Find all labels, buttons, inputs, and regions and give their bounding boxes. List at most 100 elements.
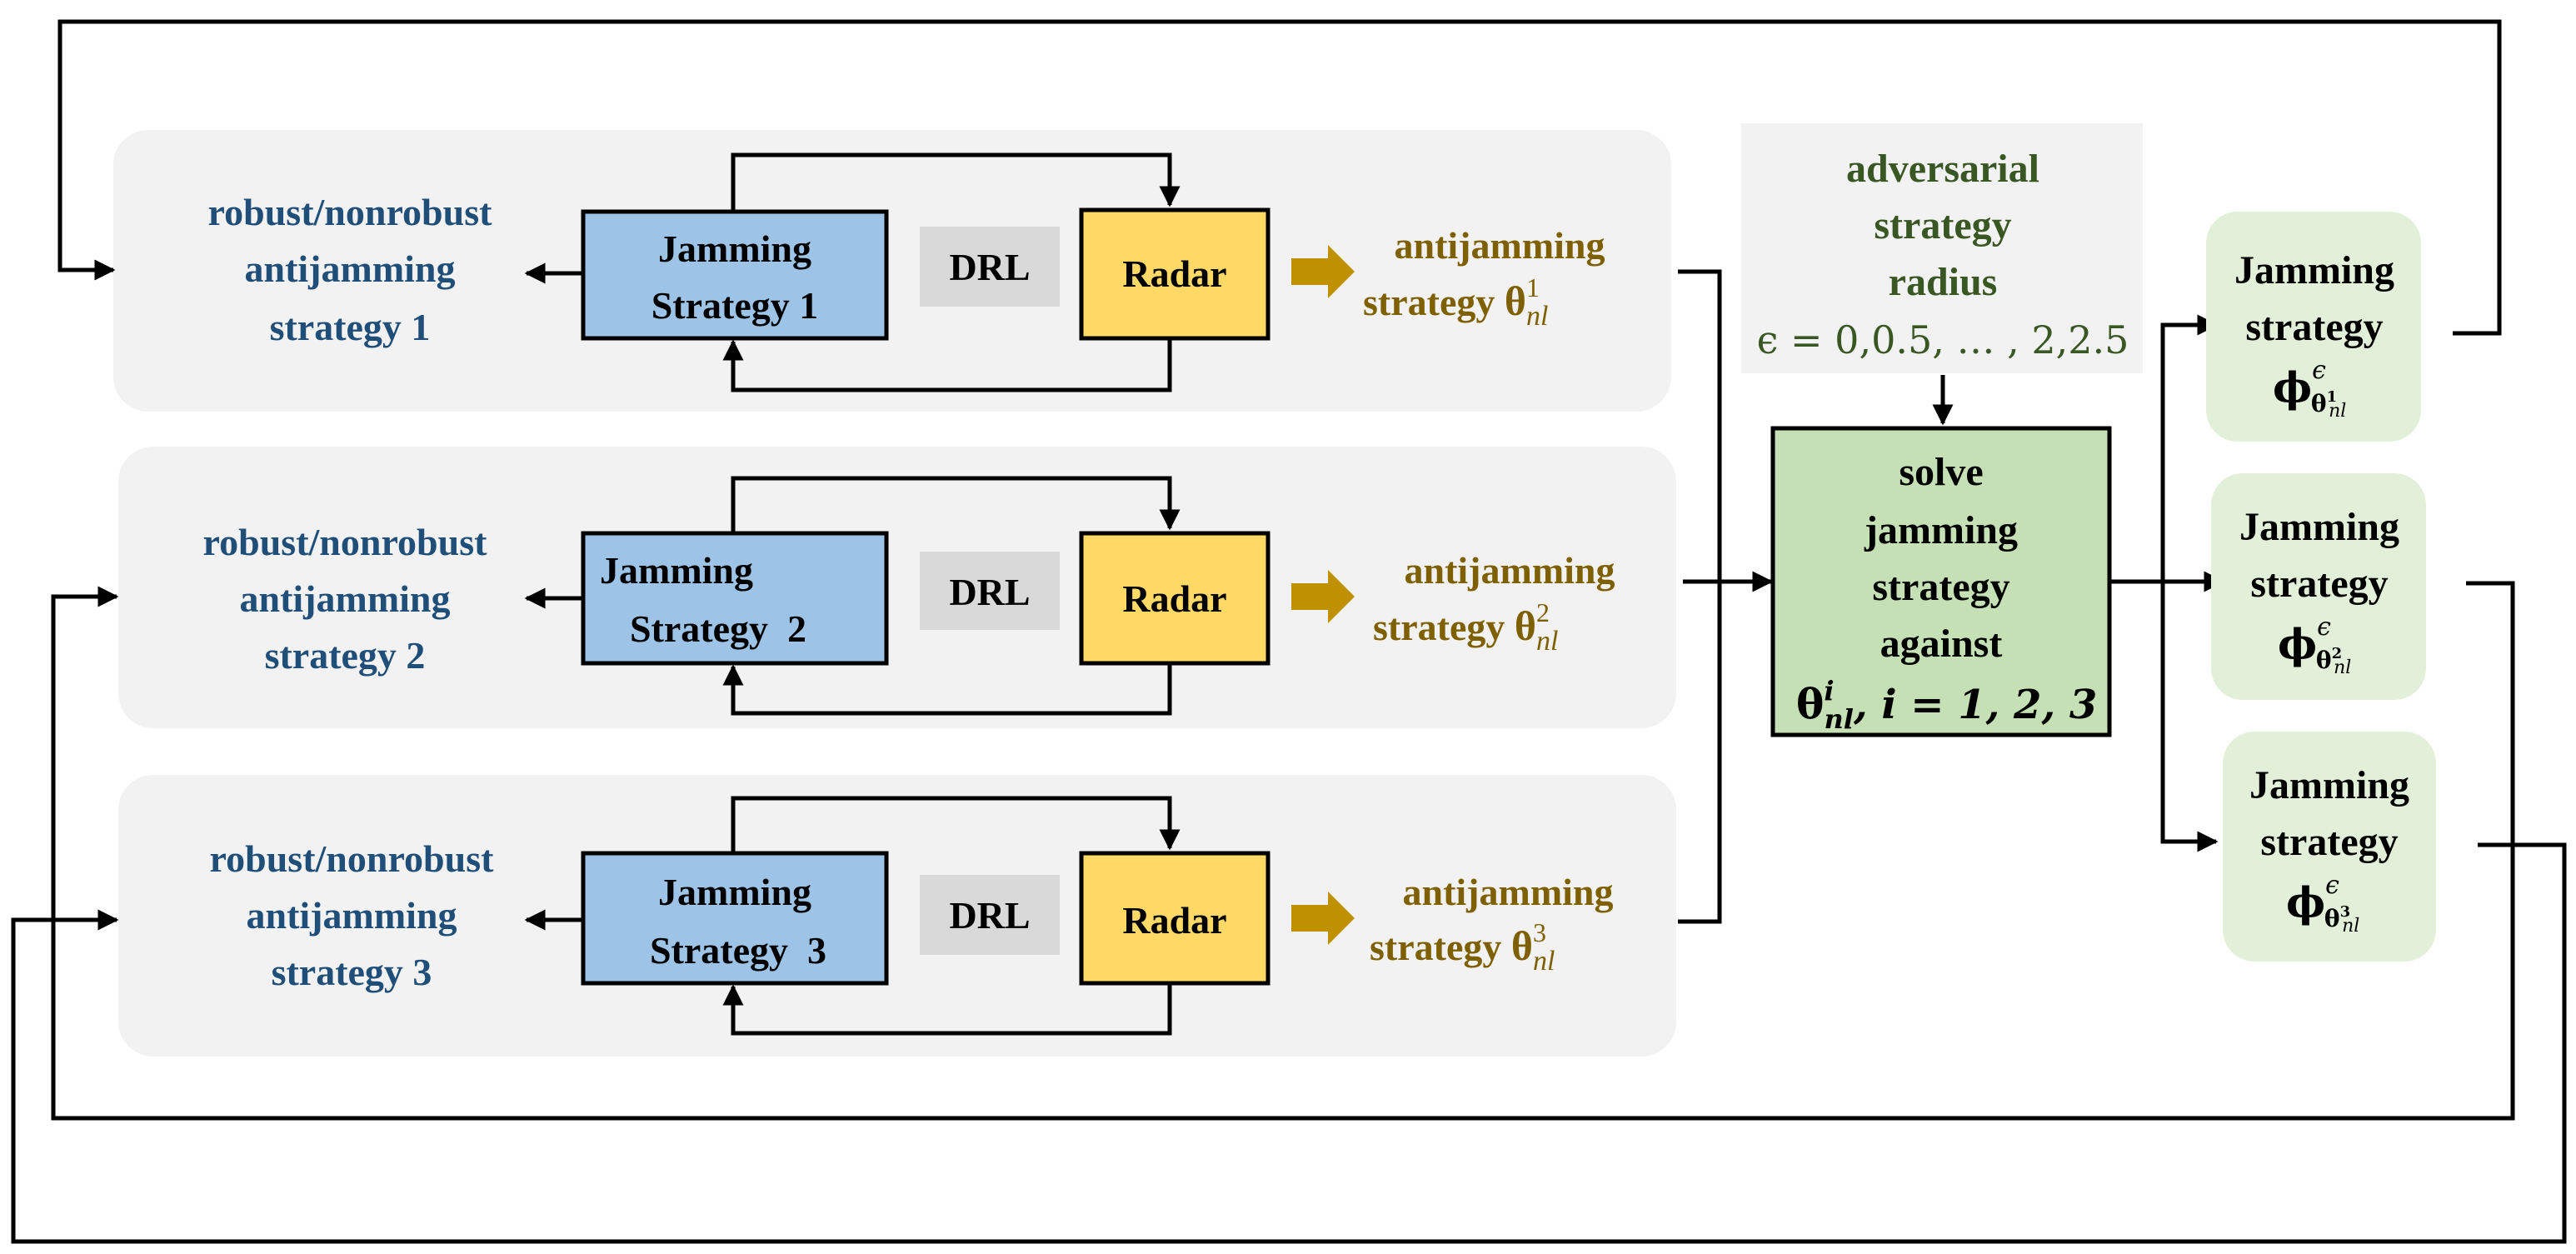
- row-1-antijam-word: antijamming: [1395, 224, 1605, 267]
- row-1-panel: [113, 130, 1671, 412]
- jamming-strategy-2-label-line2: Strategy 2: [630, 607, 806, 650]
- solver-theta-sup: i: [1824, 675, 1834, 707]
- row-2-output-line2: antijamming: [240, 577, 451, 620]
- output-3-theta: θ: [2324, 905, 2340, 932]
- output-1-phi: ϕ: [2273, 362, 2312, 412]
- output-3-phi: ϕ: [2286, 877, 2325, 927]
- drl-1-box: [920, 227, 1060, 307]
- output-3-line2: strategy: [2260, 820, 2398, 864]
- row-1-theta: θ: [1505, 277, 1526, 324]
- drl-3-box: [920, 875, 1060, 955]
- output-1-theta-sub: nl: [2329, 401, 2346, 422]
- row-1-theta-sub: nl: [1526, 301, 1548, 332]
- output-2-box: [2211, 473, 2426, 700]
- solver-theta: θ: [1796, 679, 1824, 728]
- adversarial-line2: strategy: [1874, 203, 2011, 247]
- row-3-antijam-prefix: strategy: [1370, 926, 1501, 968]
- output-3-box: [2223, 732, 2436, 962]
- row-1-antijam-prefix: strategy: [1363, 281, 1495, 323]
- row-2-gold-arrow: [1291, 570, 1355, 623]
- drl-2-box: [920, 552, 1060, 630]
- jamming-strategy-1-label-line2: Strategy 1: [651, 284, 819, 327]
- row-2-antijam-word: antijamming: [1405, 549, 1615, 592]
- radar-2-label: Radar: [1122, 577, 1226, 620]
- branch-to-output-1: [2160, 314, 2219, 582]
- row-3-panel: [118, 775, 1676, 1057]
- adversarial-line3: radius: [1889, 260, 1998, 304]
- row-2-theta: θ: [1515, 602, 1536, 649]
- radar-1-label: Radar: [1122, 252, 1226, 295]
- row-2-theta-sub: nl: [1536, 626, 1558, 657]
- output-2-theta-sup: 2: [2332, 645, 2343, 662]
- output-1-box: [2206, 212, 2421, 442]
- solver-line1: solve: [1899, 450, 1983, 494]
- adversarial-line1: adversarial: [1846, 147, 2039, 191]
- row-2: Jamming Strategy 2 DRL Radar robust/nonr…: [203, 476, 1615, 716]
- jamming-strategy-2-label-line1: Jamming: [600, 549, 753, 592]
- radar-3-box: [1079, 851, 1271, 986]
- row-2-loop-top: [731, 476, 1181, 533]
- row-1-output-line1: robust/nonrobust: [208, 191, 493, 233]
- adversarial-eps-line: ϵ = 0,0.5, … , 2,2.5: [1757, 317, 2129, 362]
- jamming-strategy-3-label-line2: Strategy 3: [650, 929, 826, 972]
- row-1-theta-sup: 1: [1526, 272, 1540, 302]
- output-2-eps: ϵ: [2317, 612, 2331, 642]
- drl-1-label: DRL: [949, 246, 1030, 288]
- feedback-row-2: [51, 581, 2515, 1121]
- row-2-loop-bottom: [722, 663, 1172, 716]
- row-3-theta-sub: nl: [1533, 946, 1555, 977]
- feedback-row-3: [11, 842, 2567, 1244]
- output-1-line2: strategy: [2245, 305, 2383, 349]
- row-3-output-line3: strategy 3: [272, 951, 432, 993]
- row-3-output-line2: antijamming: [247, 894, 457, 937]
- solver-tail: , i = 1, 2, 3: [1853, 682, 2097, 728]
- row-3-theta-sup: 3: [1533, 917, 1546, 947]
- jamming-strategy-1-box: [581, 209, 889, 341]
- row-2-output-line3: strategy 2: [265, 634, 426, 677]
- row-3-theta: θ: [1511, 922, 1533, 969]
- connector-row1-to-solver: [1678, 269, 1722, 582]
- adversarial-panel: [1741, 123, 2143, 373]
- output-2-theta: θ: [2316, 647, 2332, 674]
- row-3-antijam-word: antijamming: [1403, 871, 1614, 913]
- row-1-output-line3: strategy 1: [270, 306, 431, 348]
- feedback-row-1: [57, 19, 2502, 336]
- output-1-line1: Jamming: [2234, 248, 2394, 292]
- jamming-strategy-1-label-line1: Jamming: [658, 227, 811, 270]
- row-3-output-line1: robust/nonrobust: [210, 837, 495, 880]
- output-1-theta: θ: [2311, 390, 2327, 417]
- connector-row3-to-solver: [1678, 582, 1722, 924]
- solver-theta-sub: nl: [1825, 703, 1854, 735]
- row-1-gold-arrow: [1291, 245, 1355, 298]
- jamming-strategy-2-box: [581, 531, 889, 666]
- row-3-loop-bottom: [722, 983, 1172, 1036]
- solver-line2: jamming: [1864, 508, 2018, 552]
- jamming-strategy-3-label-line1: Jamming: [658, 871, 811, 913]
- output-2-phi: ϕ: [2278, 619, 2317, 668]
- solver-line4: against: [1880, 622, 2003, 666]
- output-3-theta-sup: 3: [2340, 903, 2351, 921]
- row-2-antijam-prefix: strategy: [1373, 606, 1505, 648]
- radar-3-label: Radar: [1122, 899, 1226, 942]
- branch-to-output-3: [2160, 582, 2219, 852]
- drl-3-label: DRL: [949, 894, 1030, 937]
- solver-box: [1770, 426, 2112, 737]
- row-2-panel: [118, 447, 1676, 728]
- row-1-loop-bottom: [722, 338, 1172, 392]
- radar-2-box: [1079, 531, 1271, 666]
- row-3-gold-arrow: [1291, 892, 1355, 945]
- output-1-eps: ϵ: [2312, 356, 2326, 385]
- solver-line3: strategy: [1872, 565, 2009, 609]
- row-1-output-line2: antijamming: [245, 247, 456, 290]
- row-2-output-line1: robust/nonrobust: [203, 521, 488, 563]
